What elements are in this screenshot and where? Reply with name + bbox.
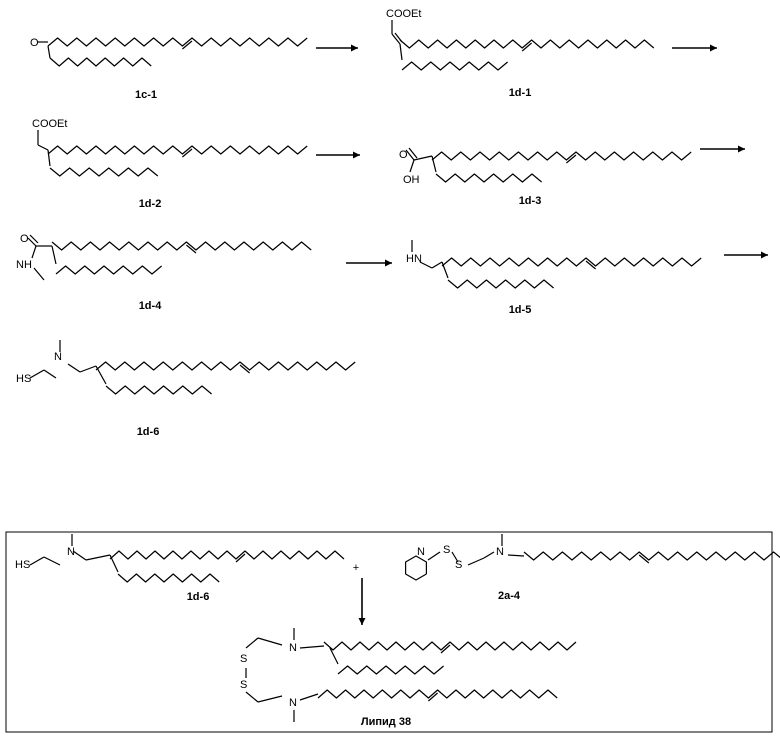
atom-label-sulfur: S	[455, 559, 462, 571]
bond	[44, 370, 56, 378]
atom-label-nitrogen: N	[289, 697, 297, 709]
compound-label-1d-4: 1d-4	[139, 300, 163, 312]
bond	[300, 694, 318, 700]
bond	[30, 557, 44, 565]
atom-label-pyridine-nitrogen: N	[417, 546, 425, 558]
atom-label-oxygen: O	[20, 233, 29, 245]
atom-label-sulfur: S	[443, 544, 450, 556]
compound-label-1d-3: 1d-3	[519, 195, 542, 207]
bond	[258, 696, 282, 702]
bond	[410, 160, 414, 172]
reaction-arrows	[316, 45, 768, 626]
bond	[484, 552, 494, 558]
alkyl-chain	[96, 362, 355, 370]
alkyl-chain	[402, 62, 508, 70]
atom-label-oxygen: O	[399, 149, 408, 161]
atom-label-hydroxyl: OH	[403, 174, 420, 186]
alkyl-chain	[338, 666, 444, 674]
atom-label-cooet: COOEt	[32, 118, 67, 130]
bond	[432, 262, 442, 268]
bond	[400, 44, 402, 60]
bond	[32, 246, 36, 258]
arrow-head	[761, 252, 768, 259]
bond	[68, 364, 80, 372]
bond	[246, 692, 258, 702]
alkyl-chain	[432, 152, 691, 160]
alkyl-chain	[442, 258, 701, 266]
bond	[44, 557, 60, 565]
atom-label-sulfur: S	[240, 653, 247, 665]
compound-label-1d-6: 1d-6	[137, 426, 160, 438]
alkyl-chain	[106, 386, 212, 394]
arrow-head	[710, 45, 717, 52]
alkyl-chain	[48, 146, 307, 154]
bond	[330, 648, 338, 664]
alkyl-chain	[524, 552, 780, 560]
arrow-head	[385, 260, 392, 267]
bond	[48, 46, 50, 58]
atom-label-cooet: COOEt	[386, 8, 421, 20]
alkyl-chain	[110, 551, 344, 559]
arrow-head	[359, 618, 366, 625]
bond	[80, 366, 96, 372]
product-label-lipid-38: Липид 38	[361, 716, 411, 728]
double-bond-line	[409, 148, 417, 158]
bond-skeletons	[28, 20, 780, 722]
bond	[96, 366, 106, 384]
bond	[468, 558, 484, 565]
alkyl-chain	[50, 168, 158, 176]
bond	[86, 555, 110, 560]
bond	[34, 268, 44, 280]
atom-label-nitrogen: N	[67, 546, 75, 558]
alkyl-chain	[318, 690, 557, 698]
compound-label-1d-2: 1d-2	[139, 198, 162, 210]
atom-label-thiol: HS	[15, 559, 30, 571]
alkyl-chain	[52, 242, 311, 250]
bond	[110, 555, 118, 572]
pyridine-ring	[406, 556, 427, 580]
alkyl-chain	[50, 58, 151, 66]
plus-sign: +	[353, 562, 359, 574]
arrow-head	[738, 146, 745, 153]
alkyl-chain	[436, 174, 542, 182]
atom-label-nitrogen: N	[496, 546, 504, 558]
bond	[442, 262, 448, 278]
atom-label-thiol: HS	[16, 373, 31, 385]
atom-label-hn: HN	[406, 253, 422, 265]
alkyl-chain	[118, 574, 219, 582]
arrow-head	[351, 45, 358, 52]
atom-label-oxygen: O	[30, 37, 39, 49]
alkyl-chain	[48, 38, 307, 46]
atom-label-nitrogen: N	[289, 642, 297, 654]
bond	[392, 34, 400, 44]
compound-label-1c-1: 1c-1	[135, 89, 157, 101]
compound-label-1d-5: 1d-5	[509, 304, 532, 316]
compound-label-2a-4: 2a-4	[498, 590, 521, 602]
atom-label-nitrogen: N	[54, 351, 62, 363]
bond	[38, 145, 48, 150]
alkyl-chain	[324, 642, 576, 650]
compound-label-1d-6: 1d-6	[187, 591, 210, 603]
bond	[300, 646, 324, 648]
bond	[52, 246, 56, 264]
compound-label-1d-1: 1d-1	[509, 87, 532, 99]
arrow-head	[353, 152, 360, 159]
bond	[246, 638, 258, 648]
reaction-box	[6, 532, 772, 732]
alkyl-chain	[448, 280, 554, 288]
bond	[258, 638, 282, 645]
atom-label-nh: NH	[16, 259, 32, 271]
alkyl-chain	[56, 266, 162, 274]
atom-label-sulfur: S	[240, 679, 247, 691]
bond	[508, 555, 524, 556]
bond	[30, 370, 44, 378]
bond	[428, 552, 440, 560]
